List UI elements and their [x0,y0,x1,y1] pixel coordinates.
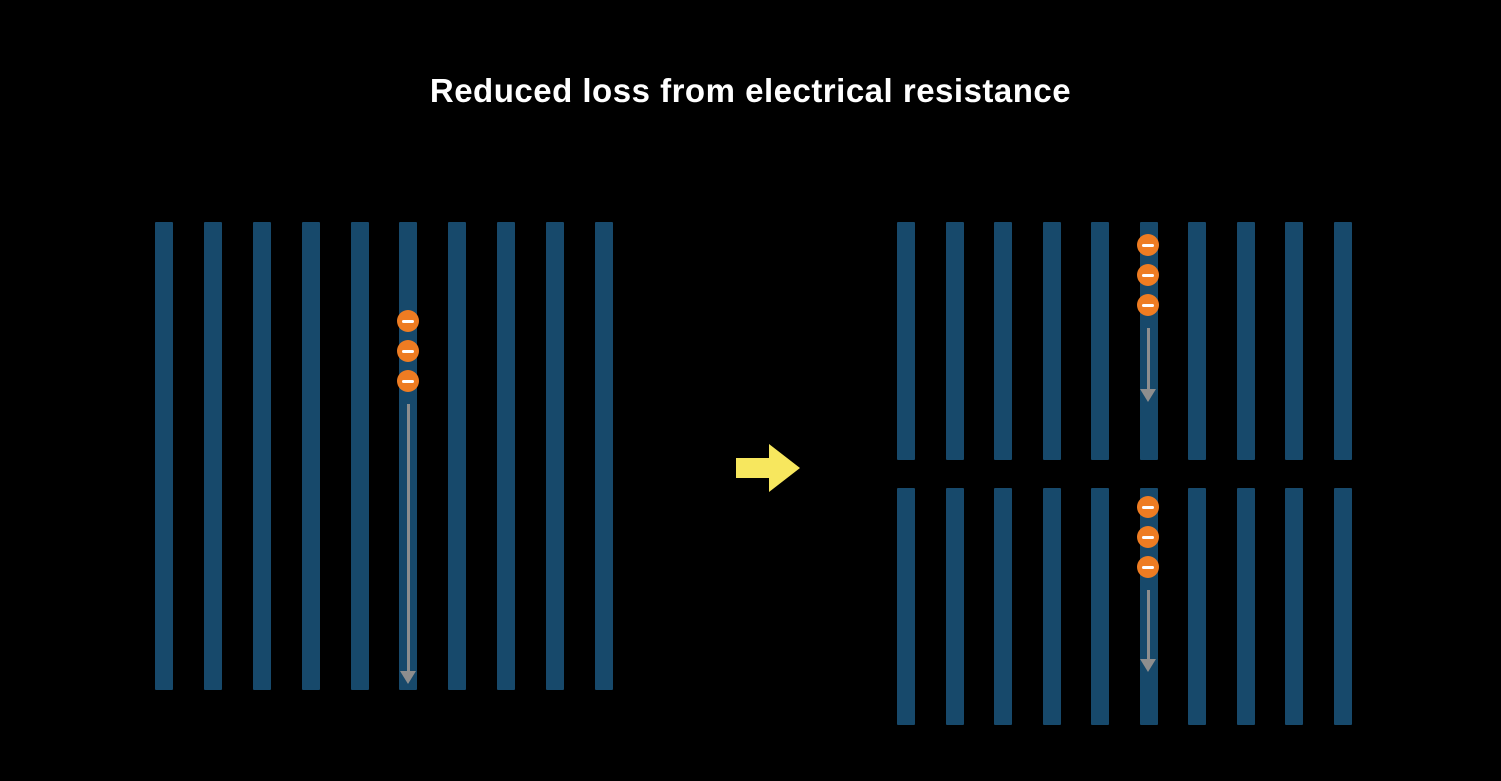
minus-icon [1142,505,1154,509]
electron-flow-bottom [1137,496,1159,672]
cell-finger-bar [203,222,222,690]
cell-finger-bar [1333,488,1352,725]
cell-finger-bar [1236,488,1255,725]
electron-flow-full [397,310,419,684]
electron-group [1137,496,1159,586]
cell-finger-bar [1333,222,1352,460]
cell-finger-bar [594,222,613,690]
electron-minus-icon [397,340,419,362]
electron-minus-icon [397,370,419,392]
cell-finger-bar [945,488,964,725]
diagram-title: Reduced loss from electrical resistance [429,72,1072,109]
half-cell-top-panel [897,222,1352,460]
right-arrow-icon [736,444,800,492]
cell-finger-bar [1285,488,1304,725]
cell-finger-bar [945,222,964,460]
cell-finger-bar [897,488,915,725]
down-arrow-stem [406,404,410,671]
minus-icon [1142,535,1154,539]
full-cell-panel [155,222,613,690]
cell-finger-bar [1188,222,1207,460]
full-cell-bars [155,222,613,690]
cell-finger-bar [155,222,173,690]
electron-minus-icon [1137,496,1159,518]
electron-group [397,310,419,400]
electron-flow-top [1137,234,1159,402]
down-arrow-icon [1140,659,1156,672]
electron-group [1137,234,1159,324]
electron-minus-icon [1137,556,1159,578]
cell-finger-bar [448,222,467,690]
cell-finger-bar [1091,488,1110,725]
cell-finger-bar [897,222,915,460]
minus-icon [402,349,414,353]
minus-icon [402,379,414,383]
cell-finger-bar [1188,488,1207,725]
half-cell-bottom-panel [897,488,1352,725]
minus-icon [1142,565,1154,569]
cell-finger-bar [1042,222,1061,460]
cell-finger-bar [497,222,516,690]
cell-finger-bar [994,222,1013,460]
electron-minus-icon [1137,294,1159,316]
minus-icon [1142,303,1154,307]
down-arrow-icon [400,671,416,684]
cell-finger-bar [350,222,369,690]
half-cell-top-bars [897,222,1352,460]
minus-icon [1142,243,1154,247]
electron-minus-icon [1137,234,1159,256]
down-arrow-icon [1140,389,1156,402]
electron-minus-icon [1137,526,1159,548]
cell-finger-bar [546,222,564,690]
cell-finger-bar [301,222,320,690]
half-cell-bottom-bars [897,488,1352,725]
cell-finger-bar [994,488,1013,725]
cell-finger-bar [1091,222,1110,460]
cell-finger-bar [1285,222,1304,460]
cell-finger-bar [252,222,271,690]
down-arrow-stem [1146,590,1150,659]
cell-finger-bar [1042,488,1061,725]
electron-minus-icon [397,310,419,332]
cell-finger-bar [1236,222,1255,460]
electron-minus-icon [1137,264,1159,286]
down-arrow-stem [1146,328,1150,389]
minus-icon [402,319,414,323]
minus-icon [1142,273,1154,277]
